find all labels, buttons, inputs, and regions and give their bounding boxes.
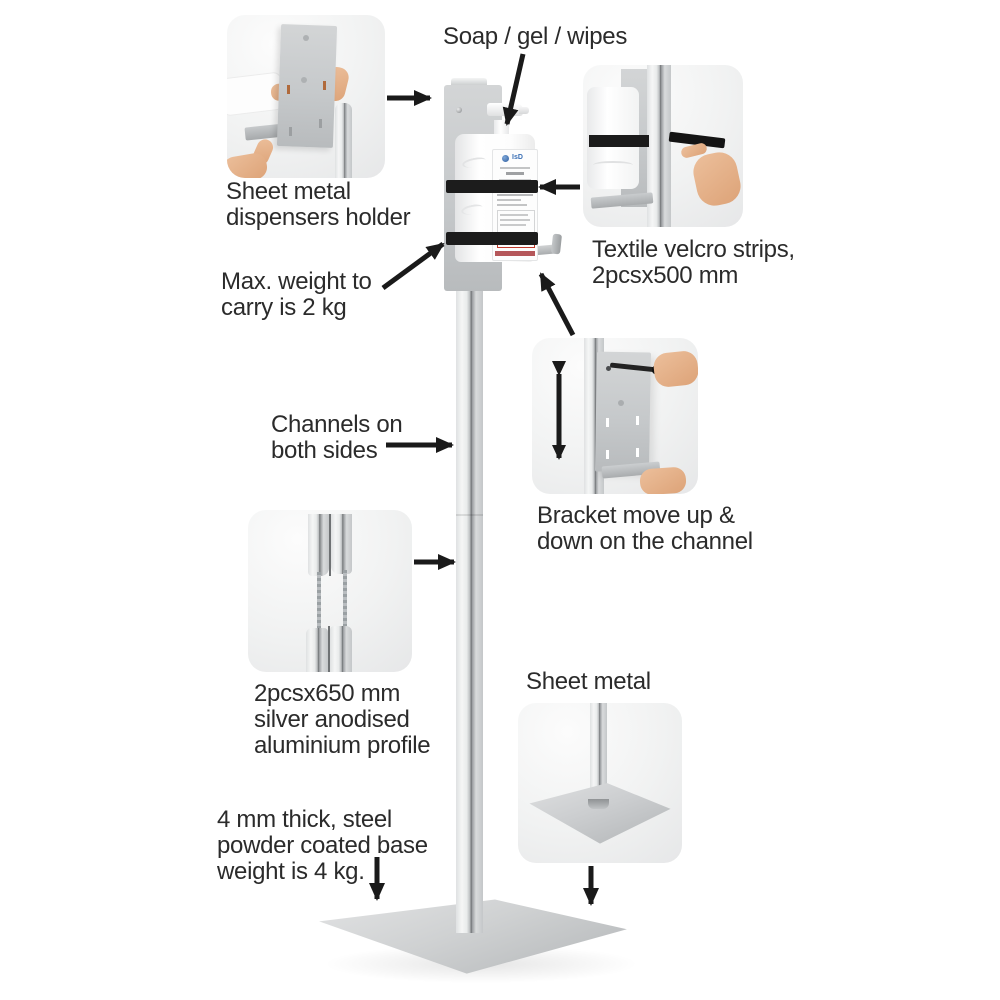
inset-base-photo [518, 703, 682, 863]
label-text-bar [497, 199, 521, 201]
velcro-label: Textile velcro strips, 2pcsx500 mm [592, 237, 795, 289]
velcro-strap-top [446, 180, 538, 193]
label-text-bar [500, 219, 530, 221]
brand-text: IsD [512, 154, 523, 161]
label-text-bar [500, 214, 528, 216]
profile-gap-line [328, 626, 330, 672]
hand-lower [227, 151, 269, 178]
soap-label-line: Soap / gel / wipes [443, 23, 628, 50]
profile-bottom-right [330, 626, 352, 672]
profile-label-line: 2pcsx650 mm [254, 680, 401, 707]
plate-screw [456, 107, 462, 113]
bracket-to-tray-arrow-icon [538, 272, 576, 337]
plate-hole [301, 77, 307, 83]
plate-slot [289, 127, 292, 136]
bracket-slot [636, 448, 639, 457]
label-footer-bar [495, 251, 535, 256]
profile-label-line: silver anodised [254, 706, 410, 733]
profile-bottom-left [306, 628, 328, 672]
sheet-metal-label-line: Sheet metal [526, 668, 651, 695]
velcro-strap-bottom [446, 232, 538, 245]
channels-label: Channels on both sides [271, 411, 403, 464]
bracket-label: Bracket move up & down on the channel [537, 503, 753, 555]
channels-label-line: Channels on [271, 411, 403, 438]
bottle-ridge [593, 161, 633, 169]
base-label-line: 4 mm thick, steel [217, 806, 392, 833]
profile-top-left [308, 514, 329, 576]
profile-top-right [331, 514, 352, 574]
plate-slot [323, 81, 326, 90]
bracket-slot [606, 450, 609, 459]
label-text-bar [500, 224, 526, 226]
inset-holder-photo [227, 15, 385, 178]
sheet-metal-label: Sheet metal [526, 669, 651, 695]
pole-joint-line [456, 514, 483, 516]
joint-pin [343, 570, 347, 630]
max-weight-label: Max. weight to carry is 2 kg [221, 269, 372, 321]
base-label: 4 mm thick, steel powder coated base wei… [217, 807, 428, 885]
profile-label: 2pcsx650 mm silver anodised aluminium pr… [254, 680, 431, 759]
joint-pin [317, 572, 321, 630]
label-text-bar [500, 167, 530, 169]
upper-hand [652, 349, 698, 389]
holder-label-line: Sheet metal [226, 178, 351, 205]
label-text-bar [497, 204, 527, 206]
brand-globe-icon [502, 155, 509, 162]
pole-in-photo [590, 703, 607, 803]
pump-head [487, 103, 523, 116]
velcro-label-line: 2pcsx500 mm [592, 262, 739, 289]
profile-label-line: aluminium profile [254, 732, 431, 759]
max-weight-arrow-icon [381, 241, 445, 291]
bracket-slot [606, 418, 609, 427]
max-weight-label-line: Max. weight to [221, 268, 372, 295]
holder-plate [276, 24, 338, 148]
holder-label: Sheet metal dispensers holder [226, 178, 411, 231]
bracket-hole [618, 400, 624, 406]
plate-slot [287, 85, 290, 94]
pump-spout [519, 107, 529, 114]
velcro-label-line: Textile velcro strips, [592, 236, 795, 263]
plate-hole [303, 35, 309, 41]
label-text-bar [506, 172, 524, 175]
max-weight-label-line: carry is 2 kg [221, 294, 347, 321]
strap-left [589, 135, 649, 147]
channels-label-line: both sides [271, 437, 378, 464]
bracket-slot [636, 416, 639, 425]
inset-velcro-photo [583, 65, 743, 227]
inset-profile-photo [248, 510, 412, 672]
base-label-line: weight is 4 kg. [217, 858, 365, 885]
base-label-line: powder coated base [217, 832, 428, 859]
holder-label-line: dispensers holder [226, 204, 411, 231]
soap-label: Soap / gel / wipes [443, 24, 627, 50]
lower-hand [639, 466, 687, 494]
plate-slot [319, 119, 322, 128]
pole-stub [335, 103, 352, 178]
profile-gap-line [329, 514, 331, 576]
pole-foot [588, 799, 609, 809]
inset-bracket-photo [532, 338, 698, 494]
up-down-arrow-icon [552, 361, 566, 460]
label-table-box [497, 210, 535, 234]
screw-dot [606, 366, 611, 371]
label-text-bar [497, 194, 533, 196]
base-plate-in-photo [529, 783, 671, 844]
bracket-label-line: Bracket move up & [537, 502, 735, 529]
pulling-hand [690, 148, 743, 210]
bottle-tray-lip [550, 233, 563, 255]
bracket-label-line: down on the channel [537, 528, 753, 555]
